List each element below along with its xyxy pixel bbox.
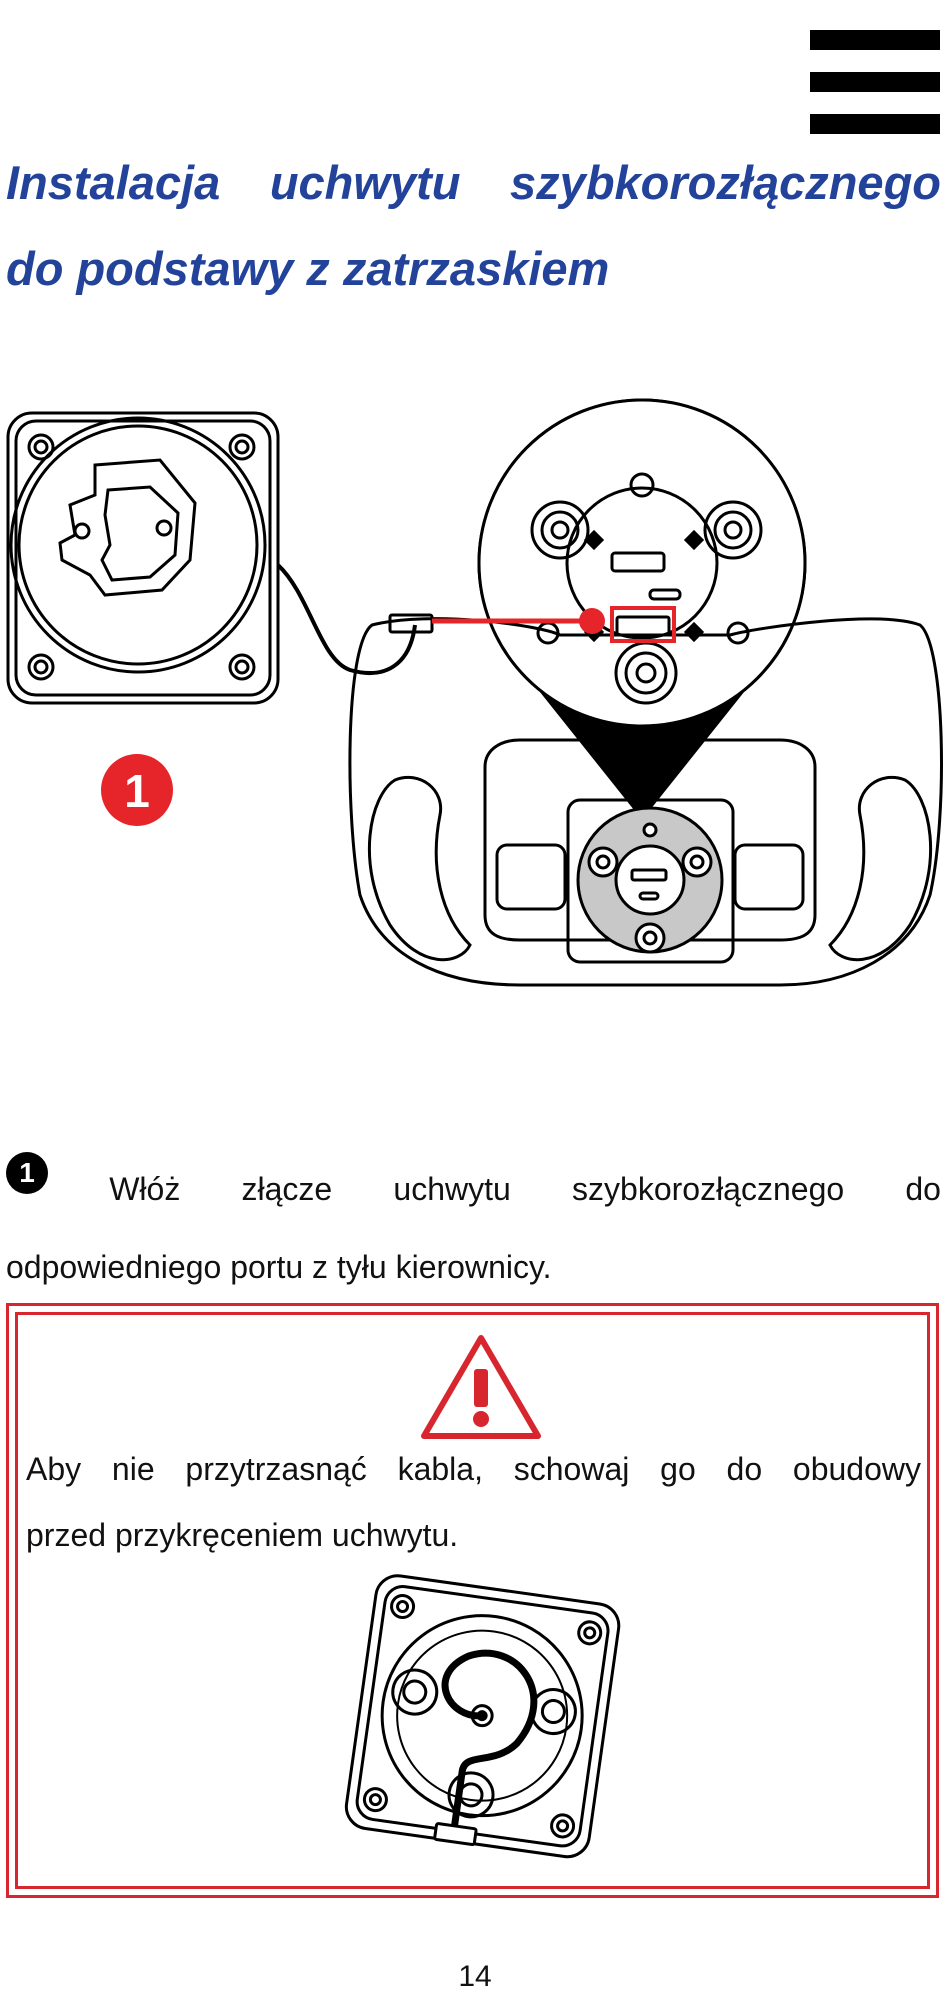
page-title: Instalacja uchwytu szybkorozłącznego do … [6, 140, 941, 312]
bullet-number-icon: 1 [6, 1152, 48, 1194]
hamburger-menu-icon[interactable] [810, 30, 940, 134]
warning-triangle-icon [421, 1335, 541, 1439]
title-line-1: Instalacja uchwytu szybkorozłącznego [6, 156, 941, 209]
step-badge-number: 1 [124, 765, 150, 817]
instruction-text: 1 Włóż złącze uchwytu szybkorozłącznego … [6, 1150, 941, 1306]
warning-text: Aby nie przytrzasnąć kabla, schowaj go d… [26, 1436, 921, 1568]
step-badge [101, 754, 173, 826]
warning-line-2: przed przykręceniem uchwytu. [26, 1517, 459, 1553]
connector-highlight-dot [579, 608, 605, 634]
mount-underside-illustration [344, 1574, 621, 1859]
instruction-line-2: odpowiedniego portu z tyłu kierownicy. [6, 1249, 552, 1285]
port-highlight-box [610, 606, 676, 643]
installation-illustration: 1 [6, 398, 943, 987]
instruction-line-1: 1 Włóż złącze uchwytu szybkorozłącznego … [6, 1150, 941, 1228]
quick-release-mount [6, 411, 280, 705]
title-line-2: do podstawy z zatrzaskiem [6, 242, 610, 295]
warning-box: Aby nie przytrzasnąć kabla, schowaj go d… [6, 1303, 939, 1898]
warning-line-1: Aby nie przytrzasnąć kabla, schowaj go d… [26, 1451, 921, 1487]
page-number: 14 [458, 1960, 492, 1993]
